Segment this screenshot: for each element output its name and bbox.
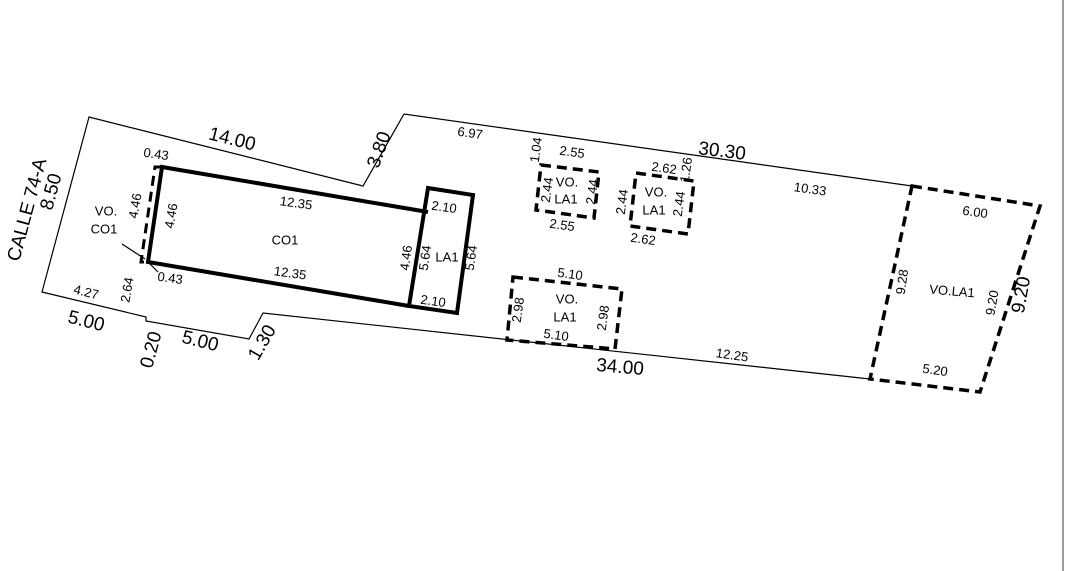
leader-line	[121, 243, 146, 260]
room-label: VO.	[556, 174, 578, 189]
room-label: LA1	[553, 309, 576, 324]
dim-label: 0.20	[137, 329, 167, 370]
dim-label: 4.27	[72, 282, 100, 303]
dim-label: 3.80	[363, 129, 395, 171]
lot-boundary	[41, 113, 913, 380]
dim-label: 5.64	[416, 244, 434, 271]
void-la1-small-2	[628, 171, 696, 236]
dim-label: 2.44	[583, 178, 601, 205]
dim-label: 2.55	[559, 143, 586, 161]
dim-label: 1.04	[527, 136, 545, 163]
dim-label: 2.62	[630, 230, 657, 248]
dim-label: 5.64	[462, 244, 480, 271]
dim-label: 2.10	[431, 198, 458, 216]
dim-label: 4.46	[161, 202, 180, 230]
room-label: VO.LA1	[929, 281, 976, 300]
dim-label: 4.46	[125, 192, 144, 220]
dim-label: 2.44	[670, 190, 688, 217]
dim-label: 12.35	[273, 263, 307, 282]
dim-label: 5.10	[557, 265, 584, 283]
dim-label: 2.98	[594, 304, 612, 331]
room-label: LA1	[642, 202, 665, 217]
dim-label: 2.44	[538, 176, 556, 203]
room-label: VO.	[556, 291, 578, 306]
dim-label: 2.10	[420, 292, 447, 310]
room-label: LA1	[554, 191, 577, 206]
dim-label: 5.20	[922, 361, 949, 379]
dim-label: 10.33	[793, 179, 827, 198]
dim-label: 9.20	[1008, 275, 1035, 315]
dim-label: 4.46	[397, 244, 415, 271]
dim-label: 12.25	[715, 345, 749, 364]
dim-label: 2.44	[613, 188, 631, 215]
leader-line	[147, 261, 159, 273]
dim-label: 34.00	[595, 355, 644, 380]
dim-label: 2.98	[509, 296, 527, 323]
dim-label: 12.35	[279, 193, 313, 212]
dim-label: 6.97	[457, 124, 484, 142]
dim-label: 14.00	[207, 124, 258, 156]
building-co1	[145, 164, 429, 308]
void-co1	[139, 165, 162, 264]
room-label: VO.	[645, 184, 667, 199]
dim-label: 5.10	[543, 326, 570, 344]
dim-label: 0.43	[143, 145, 170, 163]
dim-label: 30.30	[697, 138, 747, 165]
dim-label: 2.64	[117, 276, 136, 304]
room-label: LA1	[435, 249, 458, 264]
dim-label: 1.30	[244, 321, 281, 364]
room-label: VO.	[95, 203, 117, 218]
dim-label: 9.28	[893, 268, 911, 295]
room-label: CO1	[91, 221, 118, 236]
building-la1	[406, 185, 476, 316]
dim-label: 2.62	[651, 159, 678, 177]
dim-label: 0.43	[157, 269, 184, 287]
dim-label: 1.26	[677, 156, 695, 183]
void-la1-small-1	[534, 163, 601, 220]
dim-label: 5.00	[66, 307, 107, 336]
void-la1-large	[867, 184, 1043, 394]
room-label: CO1	[272, 232, 299, 247]
dim-label: 2.55	[549, 216, 576, 234]
dim-label: 9.20	[982, 289, 1001, 317]
dim-label: 6.00	[962, 203, 989, 221]
dim-label: 5.00	[180, 327, 221, 356]
dimension-labels: 8.50 14.00 3.80 6.97 0.43 4.46 4.46 VO. …	[37, 124, 1035, 380]
void-la1-medium	[505, 275, 624, 351]
